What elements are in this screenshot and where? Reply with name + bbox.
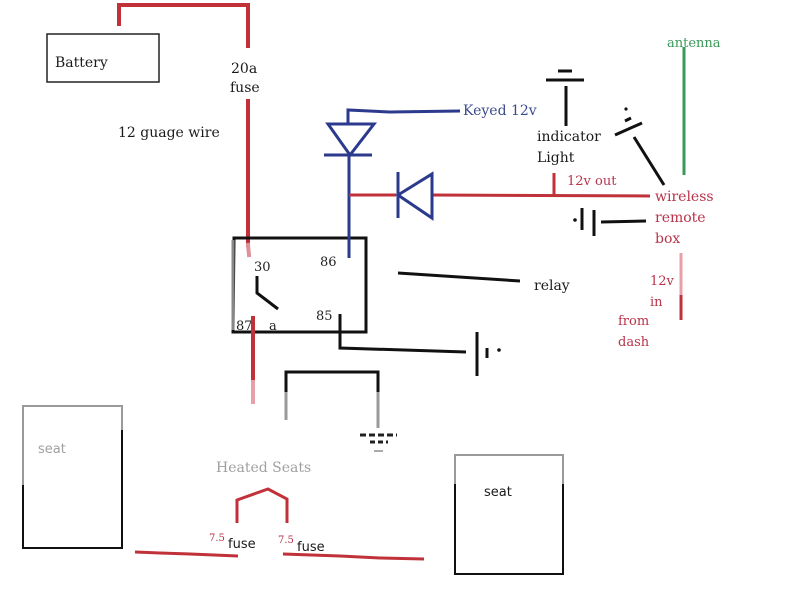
indicator-light xyxy=(546,69,584,126)
seat-left-outline-top xyxy=(22,405,123,485)
keyed-12v-label: Keyed 12v xyxy=(463,103,537,119)
relay-85-wire xyxy=(338,314,467,354)
battery-to-fuse-wire xyxy=(117,3,250,48)
relay-pin-87: 87 xyxy=(236,319,253,334)
heated-seats-label: Heated Seats xyxy=(216,460,311,476)
main-fuse-label: fuse xyxy=(230,80,260,96)
dash-12v-label-line1: 12v xyxy=(650,274,675,289)
heated-seats-branch xyxy=(134,487,425,561)
diode-out-right-wire xyxy=(431,193,651,198)
main-fuse-rating: 20a xyxy=(231,61,257,77)
indicator-label-line1: indicator xyxy=(537,129,601,145)
diode-keyed-triangle xyxy=(325,122,378,158)
indicator-label-line2: Light xyxy=(537,150,575,166)
dash-12v-label-line3: from xyxy=(618,314,649,329)
seat-fuse-right-rating: 7.5 xyxy=(278,535,294,546)
relay-label: relay xyxy=(534,278,570,294)
battery-label: Battery xyxy=(55,55,108,71)
seat-loop-top xyxy=(284,370,380,392)
seat-left-outline-bottom xyxy=(22,430,123,549)
seat-left-wire xyxy=(134,550,239,558)
dash-12v-label-line2: in xyxy=(650,295,663,310)
remote-battery-symbol xyxy=(573,208,647,236)
remote-ground-line-1 xyxy=(614,121,643,137)
12v-out-label: 12v out xyxy=(567,174,617,189)
remote-box-label-line3: box xyxy=(655,231,680,247)
seat-fuse-right-label: fuse xyxy=(297,540,325,555)
antenna-label: antenna xyxy=(667,36,721,51)
remote-box-label-line1: wireless xyxy=(655,189,714,205)
seat-fuse-left-rating: 7.5 xyxy=(209,533,225,544)
keyed-signal-wire xyxy=(324,108,461,258)
relay-85-ground xyxy=(338,314,501,376)
seat-branch-wire xyxy=(235,487,289,523)
seat-right: seat xyxy=(454,454,564,575)
seat-ground-loop xyxy=(284,370,397,452)
seat-right-wire xyxy=(282,552,425,561)
remote-battery-dot xyxy=(573,218,577,222)
dash-12v-label-line4: dash xyxy=(618,335,650,350)
seat-left-label: seat xyxy=(38,442,66,457)
remote-ground-line-2 xyxy=(624,116,632,123)
remote-ground-wire xyxy=(632,136,666,186)
relay-30-lead xyxy=(245,242,252,258)
seat-right-outline-top xyxy=(454,454,564,484)
relay-switch-contact xyxy=(255,276,279,311)
relay-pin-a: a xyxy=(269,319,277,334)
relay-pin-85: 85 xyxy=(316,309,333,324)
seat-fuse-left-label: fuse xyxy=(228,537,256,552)
wire-gauge-label: 12 guage wire xyxy=(118,125,220,141)
battery-box xyxy=(46,33,160,83)
seat-right-outline-bottom xyxy=(454,484,564,575)
seat-left: seat xyxy=(22,405,123,549)
remote-output-wire xyxy=(349,171,651,221)
remote-box-label-line2: remote xyxy=(655,210,706,226)
remote-ground-dot xyxy=(624,107,628,111)
relay-pointer-line xyxy=(397,271,521,283)
main-power-wire xyxy=(117,3,252,258)
seat-right-label: seat xyxy=(484,485,512,500)
relay: 30 86 85 87 a relay xyxy=(231,236,570,334)
keyed-wire xyxy=(346,108,461,125)
relay-pin-86: 86 xyxy=(320,255,337,270)
ground-symbol-dot xyxy=(497,348,501,352)
remote-ground xyxy=(614,107,666,186)
battery: Battery xyxy=(46,33,160,83)
diode-out-triangle xyxy=(395,171,434,221)
relay-pin-30: 30 xyxy=(254,260,271,275)
remote-battery-wire xyxy=(600,219,647,224)
